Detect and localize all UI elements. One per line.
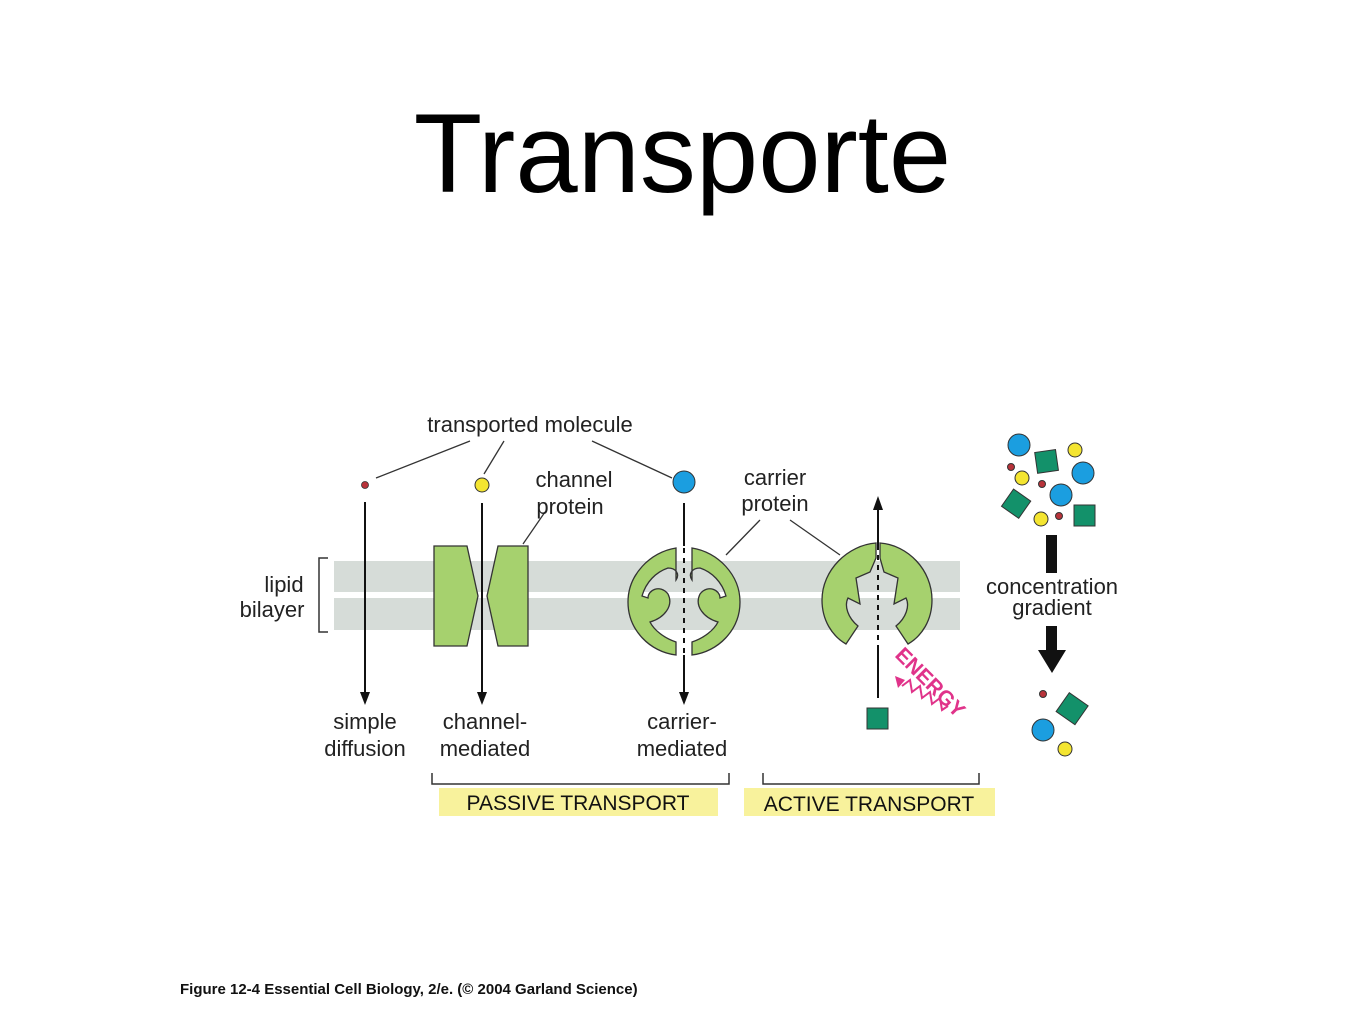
channel-protein-label-line2: protein bbox=[536, 494, 603, 519]
carrier-leader-lines bbox=[725, 519, 841, 556]
molecule-leader-lines bbox=[375, 440, 673, 479]
high-concentration-cluster bbox=[1000, 433, 1096, 527]
passive-bracket bbox=[431, 773, 730, 785]
down-arrow-head bbox=[679, 692, 689, 705]
active-bracket bbox=[762, 773, 980, 785]
carrier-protein-active bbox=[821, 496, 933, 730]
simple-label-line2: diffusion bbox=[324, 736, 406, 761]
carrier-mediated-label-line2: mediated bbox=[637, 736, 728, 761]
blue-molecule bbox=[672, 470, 696, 494]
active-carrier-left-half bbox=[821, 542, 877, 645]
simple-diffusion bbox=[360, 481, 370, 705]
gradient-arrow-head bbox=[1038, 650, 1066, 673]
channel-left-half bbox=[433, 545, 479, 647]
carrier-left-half bbox=[627, 547, 679, 656]
low-concentration-cluster bbox=[1031, 690, 1089, 757]
lipid-label-line1: lipid bbox=[264, 572, 303, 597]
transported-molecule-label: transported molecule bbox=[427, 412, 632, 437]
carrier-right-half bbox=[689, 547, 741, 656]
yellow-molecule bbox=[474, 477, 490, 493]
small-molecule bbox=[361, 481, 369, 489]
green-molecule bbox=[866, 707, 889, 730]
carrier-protein-passive bbox=[627, 470, 741, 705]
channel-leader-line bbox=[522, 511, 546, 545]
down-arrow-head bbox=[360, 692, 370, 705]
active-carrier-right-half bbox=[879, 542, 933, 645]
passive-transport-label: PASSIVE TRANSPORT bbox=[467, 792, 690, 815]
gradient-label-line2: gradient bbox=[1012, 595, 1092, 620]
channel-mediated-label-line1: channel- bbox=[443, 709, 527, 734]
down-arrow-head bbox=[477, 692, 487, 705]
channel-protein-label-line1: channel bbox=[535, 467, 612, 492]
energy-annotation: ENERGY bbox=[890, 643, 969, 722]
lipid-bracket bbox=[318, 557, 328, 633]
channel-mediated-label-line2: mediated bbox=[440, 736, 531, 761]
simple-label-line1: simple bbox=[333, 709, 397, 734]
up-arrow-head bbox=[873, 496, 883, 510]
channel-right-half bbox=[486, 545, 529, 647]
energy-arrow-head bbox=[895, 676, 905, 688]
slide-title: Transporte bbox=[413, 91, 952, 216]
carrier-protein-label-line1: carrier bbox=[744, 465, 806, 490]
energy-zigzag-icon bbox=[901, 678, 949, 712]
gradient-bar-bottom bbox=[1046, 626, 1057, 652]
gradient-bar-top bbox=[1046, 535, 1057, 573]
figure-caption: Figure 12-4 Essential Cell Biology, 2/e.… bbox=[180, 981, 638, 998]
channel-protein bbox=[433, 477, 546, 705]
carrier-mediated-label-line1: carrier- bbox=[647, 709, 717, 734]
active-transport-label: ACTIVE TRANSPORT bbox=[764, 793, 975, 816]
lipid-label-line2: bilayer bbox=[240, 597, 305, 622]
passive-band bbox=[439, 788, 718, 816]
carrier-protein-label-line2: protein bbox=[741, 491, 808, 516]
active-band bbox=[744, 788, 995, 816]
gradient-label-line1: concentration bbox=[986, 574, 1118, 599]
